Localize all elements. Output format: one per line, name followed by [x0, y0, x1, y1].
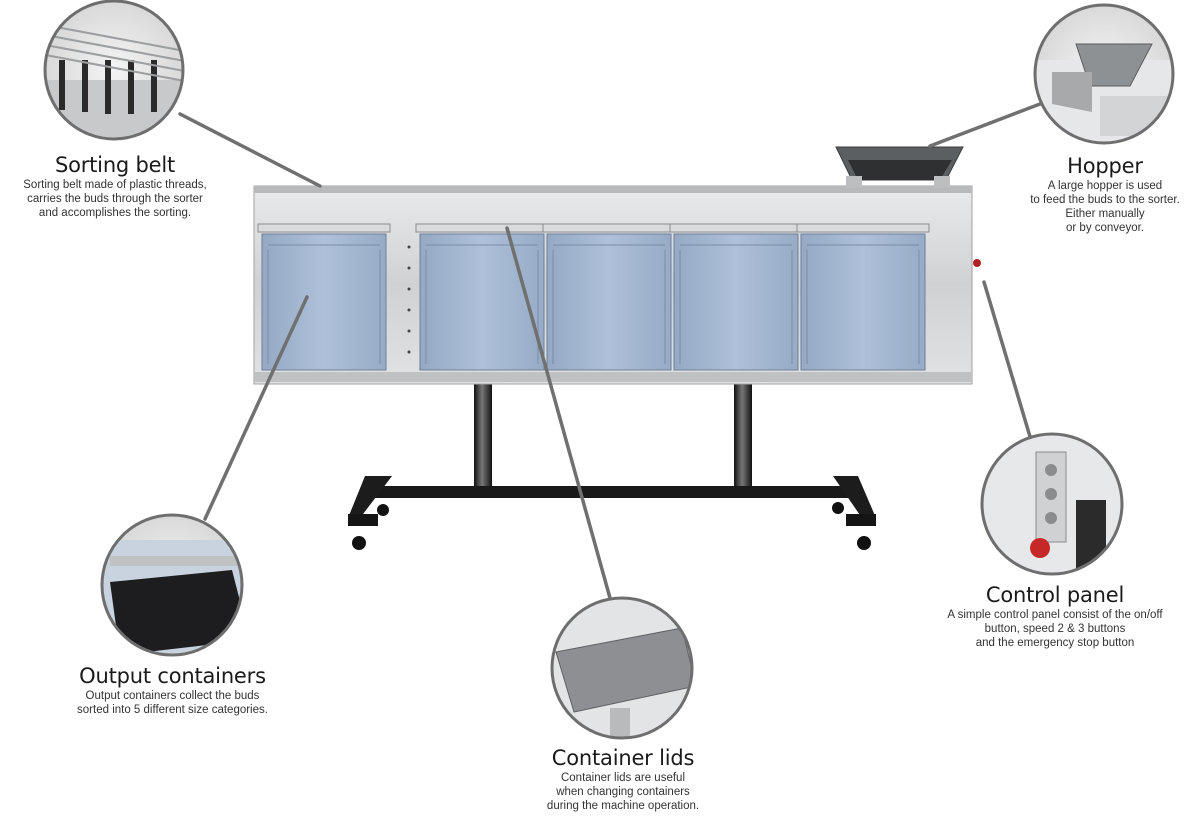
container-lids-callout: Container lids Container lids are useful… [505, 745, 741, 813]
container-lids-desc-line: when changing containers [556, 786, 690, 798]
control-panel-desc-line: A simple control panel consist of the on… [947, 609, 1163, 621]
output-container-bays [257, 223, 930, 371]
output-containers-desc-line: sorted into 5 different size categories. [77, 704, 268, 716]
control-panel-callout: Control panel A simple control panel con… [920, 582, 1190, 650]
sorter-body [253, 185, 973, 385]
leader-lines [178, 102, 1042, 600]
sorting-belt-desc-line: and accomplishes the sorting. [38, 207, 192, 219]
control-panel-detail-bubble [980, 432, 1124, 576]
sorting-belt-callout: Sorting belt Sorting belt made of plasti… [0, 152, 230, 220]
container-lids-desc-line: Container lids are useful [560, 772, 685, 784]
sorting-belt-detail-bubble [43, 0, 185, 141]
hopper-detail-bubble [1033, 3, 1175, 145]
control-panel-desc-line: and the emergency stop button [975, 637, 1135, 649]
machine-stand [348, 380, 876, 550]
output-containers-title: Output containers [79, 664, 266, 688]
hopper-desc-line: Either manually [1065, 208, 1145, 220]
output-containers-desc-line: Output containers collect the buds [85, 690, 260, 702]
container-lids-detail-bubble [550, 596, 694, 740]
hopper-title: Hopper [1067, 154, 1143, 178]
sorting-belt-desc-line: Sorting belt made of plastic threads, [23, 179, 207, 191]
sorting-belt-title: Sorting belt [54, 153, 176, 177]
sorting-belt-desc-line: carries the buds through the sorter [27, 193, 203, 205]
container-lids-desc-line: during the machine operation. [546, 800, 700, 812]
control-panel-desc-line: button, speed 2 & 3 buttons [984, 623, 1126, 635]
hopper-desc-line: to feed the buds to the sorter. [1030, 194, 1180, 206]
control-panel-title: Control panel [985, 583, 1125, 607]
output-containers-callout: Output containers Output containers coll… [55, 663, 290, 717]
hopper-desc-line: A large hopper is used [1047, 180, 1163, 192]
hopper-shape [835, 146, 964, 188]
container-lids-title: Container lids [551, 746, 695, 770]
emergency-stop-marker [973, 259, 981, 267]
output-containers-detail-bubble [100, 513, 244, 657]
hopper-callout: Hopper A large hopper is used to feed th… [1010, 153, 1200, 235]
hopper-desc-line: or by conveyor. [1066, 222, 1144, 234]
